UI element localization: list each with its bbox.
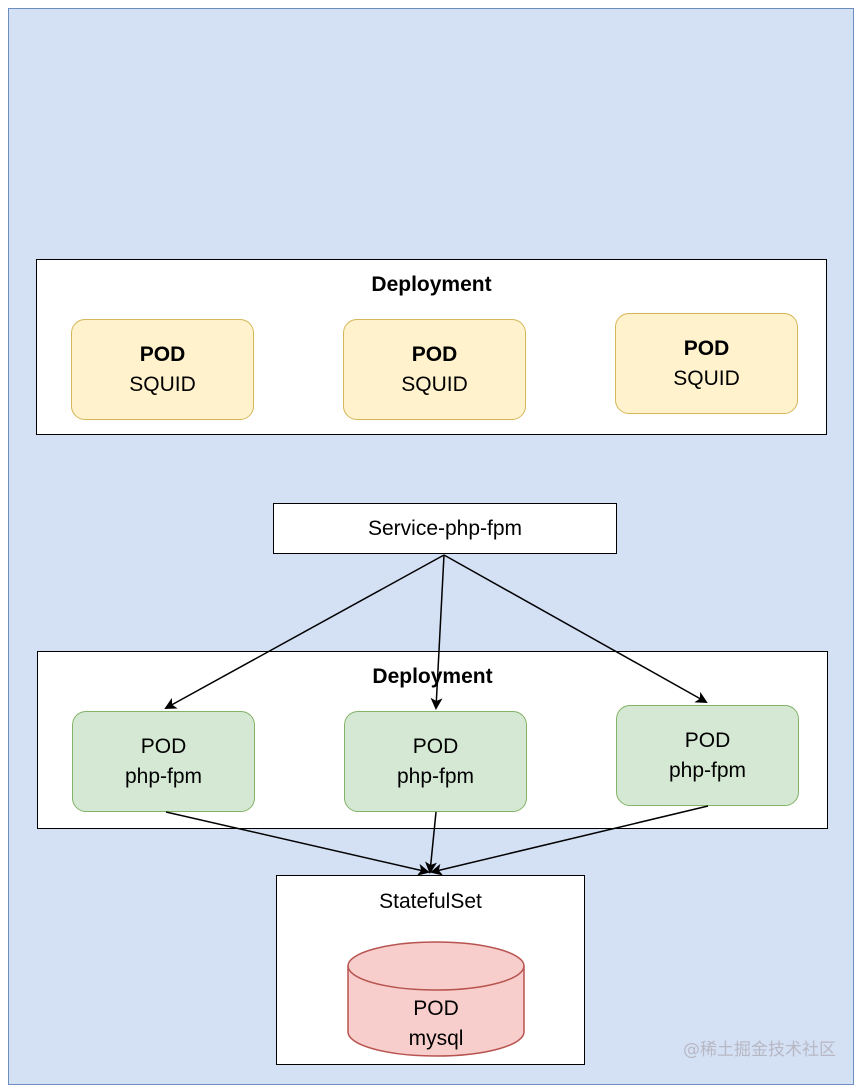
mysql-pod-kind: POD (413, 997, 459, 1020)
arrow-service-to-php-pod-1 (164, 554, 445, 709)
arrow-service-to-php-pod-2 (430, 554, 445, 710)
php-pod-3-kind: POD (684, 728, 731, 752)
php-pod-3: POD php-fpm (616, 705, 799, 806)
service-php-fpm: Service-php-fpm (273, 503, 617, 554)
deployment-php-title: Deployment (372, 665, 493, 688)
mysql-pod-name: mysql (408, 1027, 464, 1050)
squid-pod-1-name: SQUID (129, 372, 196, 396)
squid-pod-1-kind: POD (139, 342, 186, 366)
mysql-database-cylinder (347, 941, 525, 1057)
php-pod-1: POD php-fpm (72, 711, 255, 812)
arrow-php-pod-2-to-statefulset (425, 811, 437, 874)
watermark: @稀土掘金技术社区 (683, 1040, 836, 1060)
squid-pod-2-name: SQUID (401, 372, 468, 396)
squid-pod-3-kind: POD (683, 336, 730, 360)
arrow-php-pod-3-to-statefulset (430, 805, 709, 876)
statefulset-title: StatefulSet (379, 890, 482, 913)
squid-pod-3: POD SQUID (615, 313, 798, 414)
php-pod-2: POD php-fpm (344, 711, 527, 812)
php-pod-1-name: php-fpm (124, 764, 203, 788)
php-pod-2-kind: POD (412, 734, 459, 758)
php-pod-2-name: php-fpm (396, 764, 475, 788)
squid-pod-1: POD SQUID (71, 319, 254, 420)
php-pod-1-kind: POD (140, 734, 187, 758)
deployment-squid-title: Deployment (371, 273, 492, 296)
mysql-pod-label: POD mysql (348, 994, 524, 1054)
squid-pod-3-name: SQUID (673, 366, 740, 390)
arrow-php-pod-1-to-statefulset (165, 811, 430, 876)
arrow-service-to-php-pod-3 (443, 554, 708, 703)
squid-pod-2-kind: POD (411, 342, 458, 366)
php-pod-3-name: php-fpm (668, 758, 747, 782)
squid-pod-2: POD SQUID (343, 319, 526, 420)
